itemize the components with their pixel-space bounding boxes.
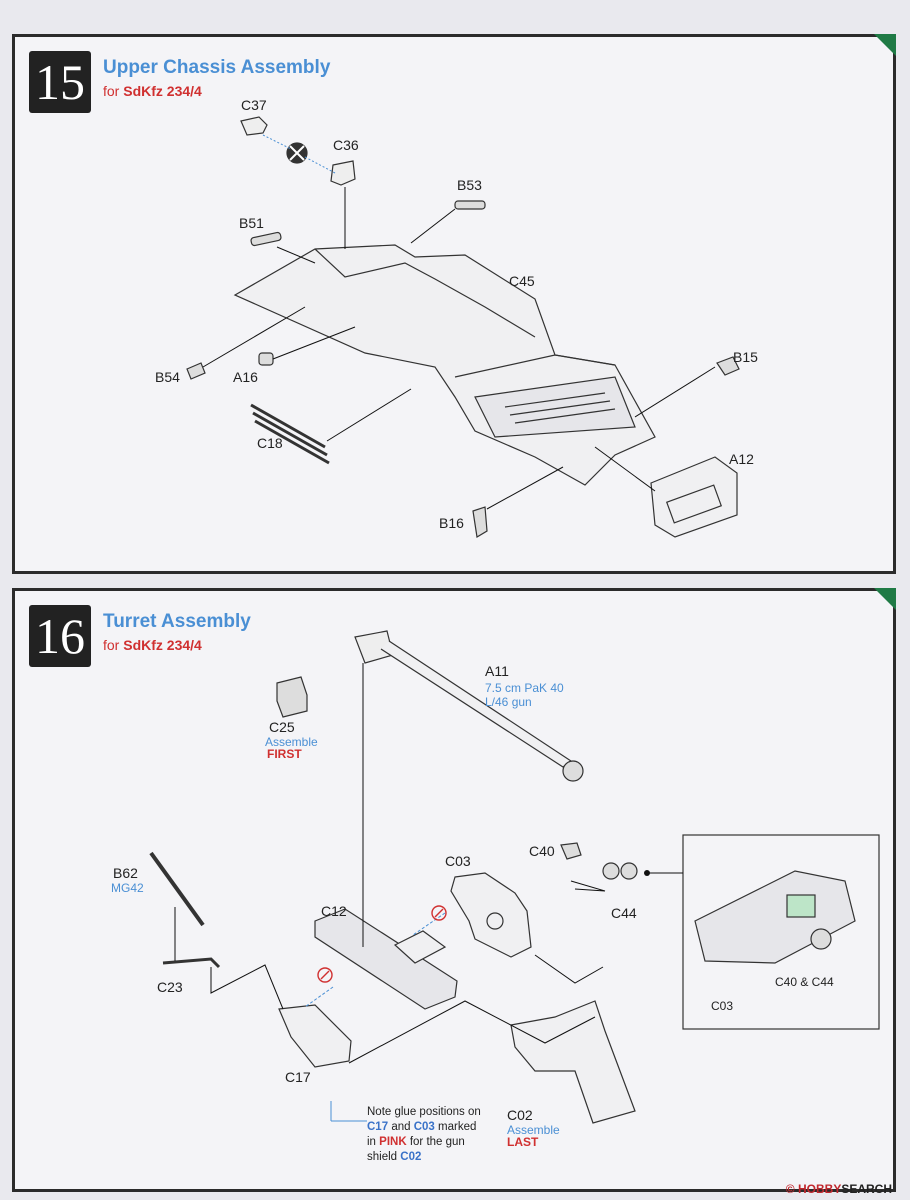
watermark: © HOBBYSEARCH [786,1182,892,1196]
part-order: FIRST [267,747,302,761]
part-label: C37 [241,97,267,113]
note-color: PINK [379,1136,407,1148]
step-number: 16 [29,605,91,667]
note-text: for the gun [409,1136,465,1148]
step-15-panel: 15 Upper Chassis Assembly for SdKfz 234/… [12,34,896,574]
part-note: Assemble [265,735,318,749]
note-text: and [391,1121,411,1133]
part-label: C40 [529,843,555,859]
step-subtitle: for SdKfz 234/4 [103,637,202,653]
note-line: shield C02 [367,1150,481,1165]
step-16-panel: 16 Turret Assembly for SdKfz 234/4 [12,588,896,1192]
step-subtitle: for SdKfz 234/4 [103,83,202,99]
part-label: A12 [729,451,754,467]
part-label: C03 [445,853,471,869]
for-prefix: for [103,83,120,99]
variant-label: SdKfz 234/4 [123,83,202,99]
part-label: A16 [233,369,258,385]
note-part: C03 [413,1121,435,1133]
part-note: Assemble [507,1123,560,1137]
glue-note: Note glue positions on C17 and C03 marke… [367,1105,481,1165]
watermark-brand: HOBBY [797,1182,842,1196]
variant-label: SdKfz 234/4 [123,637,202,653]
note-part: C02 [400,1151,422,1163]
step-title: Upper Chassis Assembly [103,57,331,78]
note-text: marked [438,1121,477,1133]
part-label: A11 [485,663,509,679]
part-label: C18 [257,435,283,451]
watermark-rest: SEARCH [841,1182,892,1196]
note-part: C17 [367,1121,389,1133]
part-label: B54 [155,369,180,385]
part-label: C02 [507,1107,533,1123]
note-line: in PINK for the gun [367,1135,481,1150]
part-label: B15 [733,349,758,365]
part-desc: MG42 [111,881,144,895]
note-text: in [367,1136,376,1148]
part-label: C44 [611,905,637,921]
inset-label: C03 [711,999,734,1013]
inset-label: C40 & C44 [775,975,834,989]
watermark-mark: © [785,1182,795,1196]
part-desc: 7.5 cm PaK 40 [485,681,564,695]
note-line: C17 and C03 marked [367,1120,481,1135]
part-label: C25 [269,719,295,735]
part-label: C36 [333,137,359,153]
part-label: B16 [439,515,464,531]
part-desc: L/46 gun [485,695,532,709]
part-label: C12 [321,903,347,919]
note-line: Note glue positions on [367,1106,481,1118]
part-label: B53 [457,177,482,193]
corner-tab [874,588,896,610]
step-number: 15 [29,51,91,113]
for-prefix: for [103,637,120,653]
part-label: C17 [285,1069,311,1085]
part-order: LAST [507,1135,539,1149]
part-label: B62 [113,865,138,881]
part-label: B51 [239,215,264,231]
note-text: shield [367,1151,398,1163]
part-label: C45 [509,273,535,289]
chassis-diagram [186,116,740,538]
step-title: Turret Assembly [103,611,251,632]
corner-tab [874,34,896,56]
part-label: C23 [157,979,183,995]
turret-diagram [149,630,880,1124]
